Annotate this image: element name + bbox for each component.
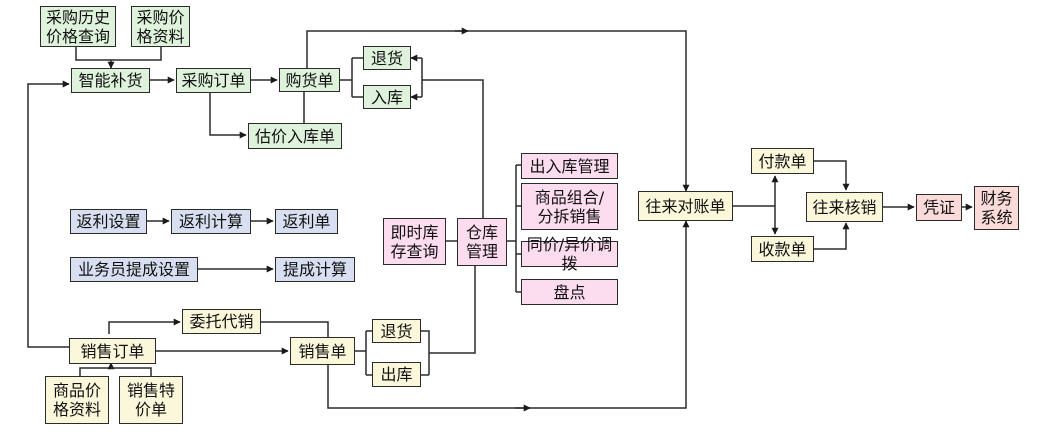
edge-order-to-estimate	[209, 93, 247, 139]
node-rebate-calc: 返利计算	[171, 209, 251, 234]
node-reconciliation: 往来对账单	[638, 191, 733, 221]
node-smart-replenish: 智能补货	[71, 68, 150, 93]
node-combo-split-sale: 商品组合/ 分拆销售	[521, 183, 618, 230]
node-sales-return: 退货	[372, 319, 421, 343]
edge-receipt-to-writeoff	[814, 222, 850, 250]
node-purchase-return: 退货	[363, 46, 411, 70]
node-sales-bill: 销售单	[290, 337, 355, 365]
node-price-transfer: 同价/异价调拨	[521, 235, 618, 273]
node-purchase-stock-in: 入库	[363, 85, 411, 109]
edge-purchase-to-warehouse	[422, 79, 484, 218]
node-estimate-stock-in: 估价入库单	[248, 123, 342, 149]
edge-receipt-branch	[340, 57, 363, 98]
edge-sales-return-merge	[421, 330, 430, 376]
node-receipt-bill: 收款单	[751, 236, 814, 262]
edge-special-to-salesorder	[111, 367, 152, 376]
edge-salesbill-branch	[355, 330, 372, 376]
edge-history-to-replenish	[75, 47, 111, 61]
edge-goodsprice-to-salesorder	[79, 362, 115, 376]
edge-purchase-return-merge	[411, 58, 423, 97]
edge-receipt-to-reconciliation	[306, 30, 690, 192]
node-commission-calc: 提成计算	[275, 257, 355, 282]
node-voucher: 凭证	[916, 194, 962, 221]
node-finance-system: 财务 系统	[974, 186, 1019, 230]
node-purchase-price-data: 采购价 格资料	[131, 6, 190, 47]
edge-salesorder-to-replenish	[27, 80, 70, 348]
node-stocktake: 盘点	[521, 279, 618, 305]
node-payment-bill: 付款单	[751, 148, 814, 174]
node-purchase-history-query: 采购历史 价格查询	[40, 6, 116, 47]
edge-pricedata-to-replenish	[107, 47, 162, 69]
node-purchase-order: 采购订单	[176, 68, 251, 93]
node-write-off: 往来核销	[806, 192, 883, 222]
node-commission-setting: 业务员提成设置	[70, 257, 198, 282]
node-rebate-setting: 返利设置	[70, 209, 147, 234]
edge-payment-to-writeoff	[814, 160, 850, 191]
edge-entrust-to-salesbill	[261, 321, 329, 337]
edge-salesbill-to-reconciliation	[327, 220, 690, 409]
node-sales-stock-out: 出库	[372, 362, 421, 387]
node-goods-price-data: 商品价 格资料	[45, 376, 109, 424]
edge-warehouse-fan	[507, 164, 521, 293]
edge-sales-to-warehouse	[429, 266, 476, 354]
node-purchase-receipt: 购货单	[279, 68, 340, 92]
node-realtime-inventory: 即时库 存查询	[383, 218, 446, 265]
node-warehouse-mgmt: 仓库 管理	[457, 218, 507, 266]
node-sales-special-price: 销售特 价单	[119, 376, 183, 424]
node-in-out-mgmt: 出入库管理	[521, 153, 618, 179]
edge-salesorder-to-entrust	[108, 318, 181, 334]
node-entrust-sale: 委托代销	[182, 309, 261, 334]
node-sales-order: 销售订单	[69, 338, 156, 364]
node-rebate-bill: 返利单	[275, 209, 338, 234]
